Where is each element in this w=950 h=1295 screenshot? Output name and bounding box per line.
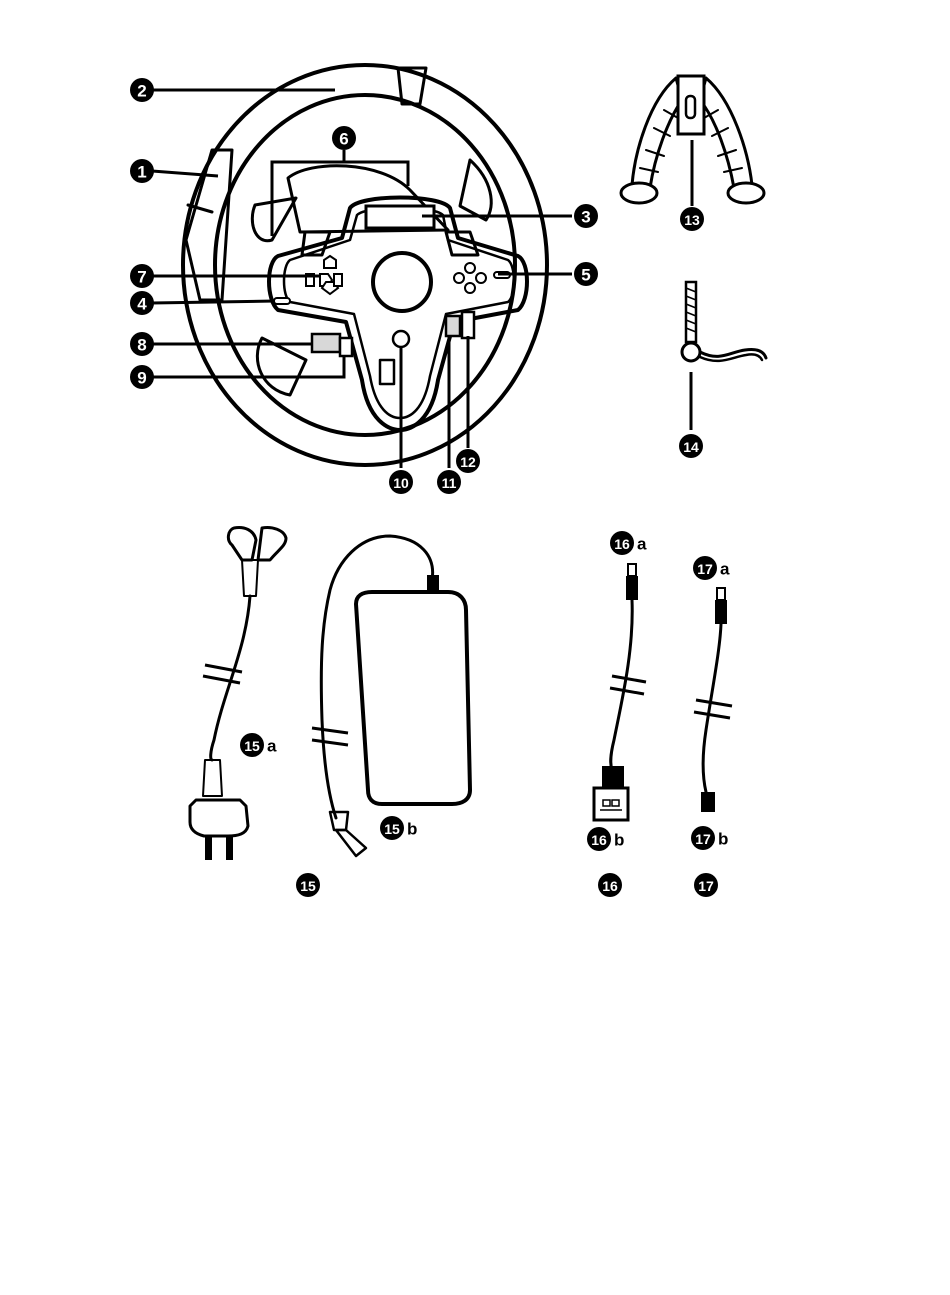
svg-text:16: 16	[591, 832, 607, 848]
svg-text:14: 14	[683, 439, 699, 455]
svg-text:15: 15	[244, 738, 260, 754]
clamp-screw	[682, 282, 766, 430]
svg-text:13: 13	[684, 212, 700, 228]
bottom-center-button	[393, 331, 409, 347]
callout-7: 7	[130, 264, 154, 288]
svg-text:16: 16	[614, 536, 630, 552]
suffix-15a: a	[267, 737, 277, 756]
svg-text:12: 12	[460, 454, 476, 470]
suffix-17a: a	[720, 560, 730, 579]
svg-text:15: 15	[300, 878, 316, 894]
callout-13: 13	[680, 207, 704, 231]
steering-wheel	[152, 65, 572, 468]
callout-17a: 17	[693, 556, 717, 580]
callout-8: 8	[130, 332, 154, 356]
svg-text:11: 11	[442, 475, 457, 491]
svg-text:16: 16	[602, 878, 618, 894]
callout-15a: 15	[240, 733, 264, 757]
svg-text:4: 4	[137, 295, 147, 314]
power-cable	[190, 527, 286, 860]
callout-17: 17	[694, 873, 718, 897]
callout-10: 10	[389, 470, 413, 494]
callout-1: 1	[130, 159, 154, 183]
callout-9: 9	[130, 365, 154, 389]
callout-11: 11	[437, 470, 461, 494]
svg-text:7: 7	[137, 268, 146, 287]
usb-c-cable	[694, 588, 732, 812]
svg-text:9: 9	[137, 369, 146, 388]
usb-cable	[594, 564, 646, 820]
svg-text:3: 3	[581, 208, 590, 227]
suffix-17b: b	[718, 830, 728, 849]
svg-text:17: 17	[695, 831, 711, 847]
wheel-rim	[183, 65, 547, 465]
svg-text:15: 15	[384, 821, 400, 837]
svg-text:1: 1	[137, 163, 146, 182]
callout-16: 16	[598, 873, 622, 897]
callout-14: 14	[679, 434, 703, 458]
svg-text:5: 5	[581, 266, 590, 285]
callout-12: 12	[456, 449, 480, 473]
wheel-stand	[621, 76, 764, 206]
left-option-button	[274, 298, 290, 304]
svg-text:8: 8	[137, 336, 146, 355]
callout-17b: 17	[691, 826, 715, 850]
callout-16a: 16	[610, 531, 634, 555]
hub-center	[373, 253, 431, 311]
svg-text:6: 6	[339, 130, 348, 149]
callout-3: 3	[574, 204, 598, 228]
callout-15b: 15	[380, 816, 404, 840]
callout-6: 6	[332, 126, 356, 150]
callout-15: 15	[296, 873, 320, 897]
suffix-16b: b	[614, 831, 624, 850]
svg-text:2: 2	[137, 82, 146, 101]
suffix-15b: b	[407, 820, 417, 839]
action-buttons	[454, 263, 486, 293]
callout-4: 4	[130, 291, 154, 315]
svg-text:10: 10	[393, 475, 409, 491]
callout-16b: 16	[587, 827, 611, 851]
power-supply	[312, 536, 470, 856]
callout-2: 2	[130, 78, 154, 102]
svg-text:17: 17	[698, 878, 714, 894]
callout-5: 5	[574, 262, 598, 286]
svg-text:17: 17	[697, 561, 713, 577]
suffix-16a: a	[637, 535, 647, 554]
